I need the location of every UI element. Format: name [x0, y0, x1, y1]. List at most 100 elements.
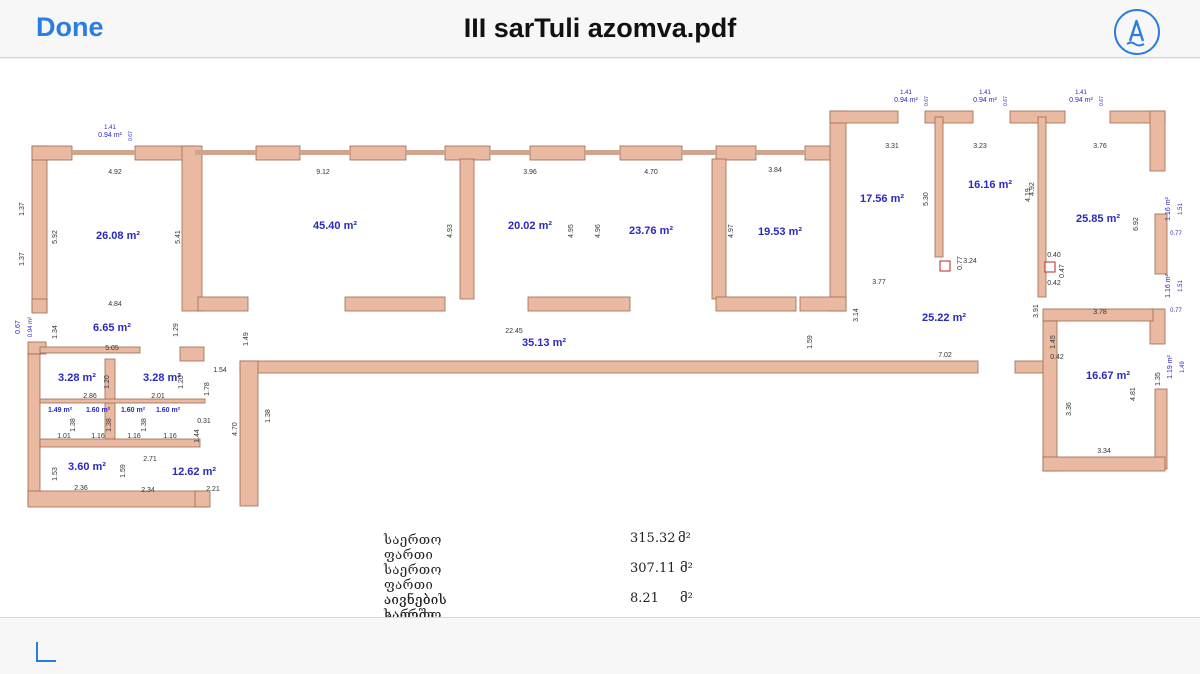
dimension-label: 1.45 [1050, 335, 1057, 349]
summary-value-total: 315.32 [630, 531, 676, 546]
dimension-label: 4.93 [447, 224, 454, 238]
summary-value-without-balconies: 307.11 [630, 561, 676, 576]
niche-area: 1.16 m² [1165, 273, 1172, 297]
dimension-label: 1.37 [19, 252, 26, 266]
room-area-label: 3.28 m² [58, 372, 96, 384]
niche-dimension: 1.41 [900, 90, 912, 96]
dimension-label: 22.45 [505, 328, 523, 335]
markup-pen-icon[interactable] [1114, 9, 1160, 55]
dimension-label: 1.54 [213, 367, 227, 374]
summary-value-balconies: 8.21 [630, 591, 659, 606]
dimension-label: 1.49 [243, 332, 250, 346]
dimension-label: 1.38 [106, 418, 113, 432]
dimension-label: 0.47 [1059, 264, 1066, 278]
niche-dimension: 0.77 [1170, 231, 1182, 237]
dimension-label: 9.12 [316, 169, 330, 176]
dimension-label: 0.42 [1047, 280, 1061, 287]
room-area-label: 1.60 m² [121, 407, 146, 414]
room-area-label: 23.76 m² [629, 225, 673, 237]
dimension-label: 1.53 [52, 467, 59, 481]
niche-area: 0.94 m² [1069, 97, 1093, 104]
niche-dimension: 0.94 m² [28, 317, 34, 337]
top-toolbar: Done III sarTuli azomva.pdf [0, 0, 1200, 58]
dimension-label: 1.44 [194, 429, 201, 443]
markup-pen-glyph [1126, 19, 1145, 47]
dimension-label: 1.37 [19, 202, 26, 216]
shaft-marker [1044, 261, 1056, 273]
dimension-label: 4.92 [1029, 182, 1036, 196]
dimension-label: 1.78 [204, 382, 211, 396]
summary-unit-total: მ² [678, 531, 691, 546]
dimension-label: 0.77 [957, 256, 964, 270]
room-area-label: 3.60 m² [68, 461, 106, 473]
dimension-label: 3.91 [1033, 304, 1040, 318]
dimension-label: 0.42 [1050, 354, 1064, 361]
niche-dimension: 1.41 [979, 90, 991, 96]
dimension-label: 1.16 [91, 433, 105, 440]
room-area-label: 25.85 m² [1076, 213, 1120, 225]
room-area-label: 26.08 m² [96, 230, 140, 242]
shaft-marker [939, 260, 951, 272]
dimension-label: 4.81 [1130, 387, 1137, 401]
dimension-label: 2.01 [151, 393, 165, 400]
niche-dimension: 0.67 [128, 131, 134, 141]
dimension-label: 1.16 [163, 433, 177, 440]
dimension-label: 3.96 [523, 169, 537, 176]
dimension-label: 0.31 [197, 418, 211, 425]
dimension-label: 3.36 [1066, 402, 1073, 416]
room-area-label: 20.02 m² [508, 220, 552, 232]
dimension-label: 7.02 [938, 352, 952, 359]
room-area-label: 1.60 m² [86, 407, 111, 414]
dimension-label: 3.77 [872, 279, 886, 286]
room-area-label: 6.65 m² [93, 322, 131, 334]
dimension-label: 1.20 [104, 375, 111, 389]
summary-unit-without-balconies: მ² [680, 561, 693, 576]
room-area-label: 3.28 m² [143, 372, 181, 384]
dimension-label: 2.86 [83, 393, 97, 400]
niche-area: 0.94 m² [98, 132, 122, 139]
done-button[interactable]: Done [36, 12, 104, 42]
dimension-label: 5.41 [175, 230, 182, 244]
dimension-label: 1.16 [127, 433, 141, 440]
niche-dimension: 1.51 [1178, 203, 1184, 215]
room-area-label: 1.60 m² [156, 407, 181, 414]
dimension-label: 4.19 [1025, 188, 1032, 202]
niche-dimension: 1.51 [1178, 280, 1184, 292]
dimension-label: 3.34 [1097, 448, 1111, 455]
dimension-label: 3.24 [963, 258, 977, 265]
dimension-label: 4.95 [568, 224, 575, 238]
niche-dimension: 1.41 [104, 125, 116, 131]
dimension-label: 6.92 [1133, 217, 1140, 231]
dimension-label: 0.40 [1047, 252, 1061, 259]
room-area-label: 17.56 m² [860, 193, 904, 205]
dimension-label: 5.92 [52, 230, 59, 244]
room-area-label: 1.49 m² [48, 407, 73, 414]
dimension-label: 3.78 [1093, 309, 1107, 316]
niche-area: 0.67 [15, 320, 22, 334]
dimension-label: 4.92 [108, 169, 122, 176]
plan-windows [72, 150, 805, 155]
dimension-label: 2.36 [74, 485, 88, 492]
dimension-label: 5.30 [923, 192, 930, 206]
dimension-label: 1.38 [70, 418, 77, 432]
niche-dimension: 0.67 [924, 96, 930, 106]
bottom-toolbar [0, 617, 1200, 674]
dimension-label: 3.76 [1093, 143, 1107, 150]
niche-dimension: 0.67 [1003, 96, 1009, 106]
dimension-label: 1.38 [265, 409, 272, 423]
niche-dimension: 1.49 [1180, 361, 1186, 373]
dimension-label: 3.84 [768, 167, 782, 174]
page-thumbnail-icon[interactable] [34, 638, 60, 669]
dimension-label: 4.84 [108, 301, 122, 308]
niche-dimension: 0.67 [1099, 96, 1105, 106]
dimension-label: 1.38 [141, 418, 148, 432]
dimension-label: 1.34 [52, 325, 59, 339]
room-area-label: 19.53 m² [758, 226, 802, 238]
dimension-label: 4.70 [644, 169, 658, 176]
document-title: III sarTuli azomva.pdf [463, 13, 737, 43]
